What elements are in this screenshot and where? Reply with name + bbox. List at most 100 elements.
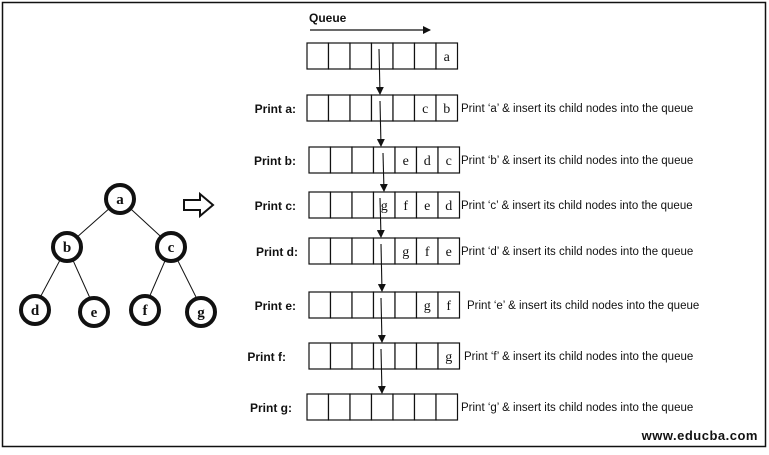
queue-cell-value: e — [446, 245, 452, 260]
queue-cell — [394, 342, 418, 370]
queue-cell — [351, 291, 375, 319]
queue-cell — [351, 191, 375, 219]
queue-cell-value: g — [424, 299, 431, 314]
step-connector-arrow — [379, 152, 388, 192]
queue-cell — [329, 342, 353, 370]
step-description: Print ‘a’ & insert its child nodes into … — [461, 103, 693, 115]
queue-cell — [437, 146, 461, 174]
queue-cell-value: b — [443, 102, 450, 117]
queue-cell — [308, 291, 332, 319]
queue-cell — [308, 146, 332, 174]
step-label: Print f: — [247, 350, 286, 364]
queue-cell — [308, 342, 332, 370]
tree-node-e: e — [78, 296, 110, 328]
step-label: Print b: — [254, 154, 296, 168]
queue-cell — [351, 342, 375, 370]
step-description: Print ‘b’ & insert its child nodes into … — [461, 155, 693, 167]
queue-cell — [372, 342, 396, 370]
queue-row: Print f: g Print ‘f’ & insert its child no… — [247, 342, 693, 370]
queue-row: a — [306, 42, 459, 70]
step-description: Print ‘d’ & insert its child nodes into … — [461, 246, 693, 258]
queue-cell — [370, 94, 394, 122]
queue-cell — [437, 342, 461, 370]
step-description: Print ‘g’ & insert its child nodes into … — [461, 402, 693, 414]
svg-text:g: g — [197, 305, 205, 321]
queue-cell — [349, 42, 373, 70]
queue-cell-value: d — [445, 199, 452, 214]
step-connector-arrow — [377, 243, 386, 292]
queue-cell — [392, 393, 416, 421]
step-connector-arrow — [377, 348, 386, 394]
queue-cell-value: a — [444, 50, 451, 65]
queue-cell — [392, 42, 416, 70]
queue-cell — [394, 291, 418, 319]
tree-node-d: d — [19, 294, 51, 326]
queue-cell — [351, 237, 375, 265]
tree-node-c: c — [155, 231, 187, 263]
queue-cell — [413, 393, 437, 421]
queue-cell — [306, 94, 330, 122]
transition-arrow-icon — [183, 191, 215, 219]
queue-cell-value: c — [422, 102, 428, 117]
step-label: Print e: — [255, 299, 296, 313]
queue-cell — [437, 291, 461, 319]
queue-cell — [437, 237, 461, 265]
step-label: Print d: — [256, 245, 298, 259]
step-connector-arrow — [376, 100, 385, 147]
queue-cell-value: f — [425, 245, 430, 260]
queue-cell — [327, 42, 351, 70]
queue-cell — [349, 393, 373, 421]
svg-text:d: d — [31, 303, 40, 319]
svg-text:c: c — [168, 240, 175, 256]
step-connector-arrow — [377, 297, 386, 343]
queue-cell — [435, 94, 459, 122]
svg-text:f: f — [143, 303, 149, 319]
queue-cell — [370, 42, 394, 70]
step-description: Print ‘f’ & insert its child nodes into … — [464, 351, 693, 363]
queue-cell — [306, 42, 330, 70]
tree-nodes: a b c d e f g — [19, 183, 217, 328]
queue-cell — [415, 342, 439, 370]
queue-cell — [372, 237, 396, 265]
queue-cell-value: g — [402, 245, 409, 260]
queue-cell-value: e — [424, 199, 430, 214]
queue-cell — [413, 42, 437, 70]
queue-cell — [435, 42, 459, 70]
queue-cell-value: c — [446, 154, 452, 169]
queue-cell — [308, 191, 332, 219]
queue-cell — [437, 191, 461, 219]
queue-row: Print d: g f e Print ‘d’ & insert its child … — [256, 237, 693, 265]
queue-cell — [327, 94, 351, 122]
step-label: Print g: — [250, 401, 292, 415]
queue-cell — [329, 237, 353, 265]
tree-node-b: b — [51, 231, 83, 263]
queue-cell — [372, 291, 396, 319]
queue-cell — [372, 146, 396, 174]
step-connector-arrow — [376, 197, 385, 238]
queue-cell-value: g — [445, 350, 452, 365]
step-connector-arrow — [375, 48, 384, 95]
queue-cell-value: f — [446, 299, 451, 314]
queue-cell-value: f — [403, 199, 408, 214]
queue-heading: Queue — [309, 11, 347, 25]
tree-node-f: f — [129, 294, 161, 326]
queue-row: Print g: Print ‘g’ & insert its child nod… — [250, 393, 693, 421]
queue-cell — [329, 291, 353, 319]
tree-node-g: g — [185, 296, 217, 328]
tree-node-a: a — [104, 183, 136, 215]
queue-cell-value: g — [381, 199, 388, 214]
svg-text:b: b — [63, 240, 71, 256]
queue-cell — [306, 393, 330, 421]
step-label: Print a: — [255, 102, 296, 116]
queue-cell — [329, 191, 353, 219]
queue-cell-value: d — [424, 154, 431, 169]
queue-cell — [351, 146, 375, 174]
step-label: Print c: — [255, 199, 296, 213]
